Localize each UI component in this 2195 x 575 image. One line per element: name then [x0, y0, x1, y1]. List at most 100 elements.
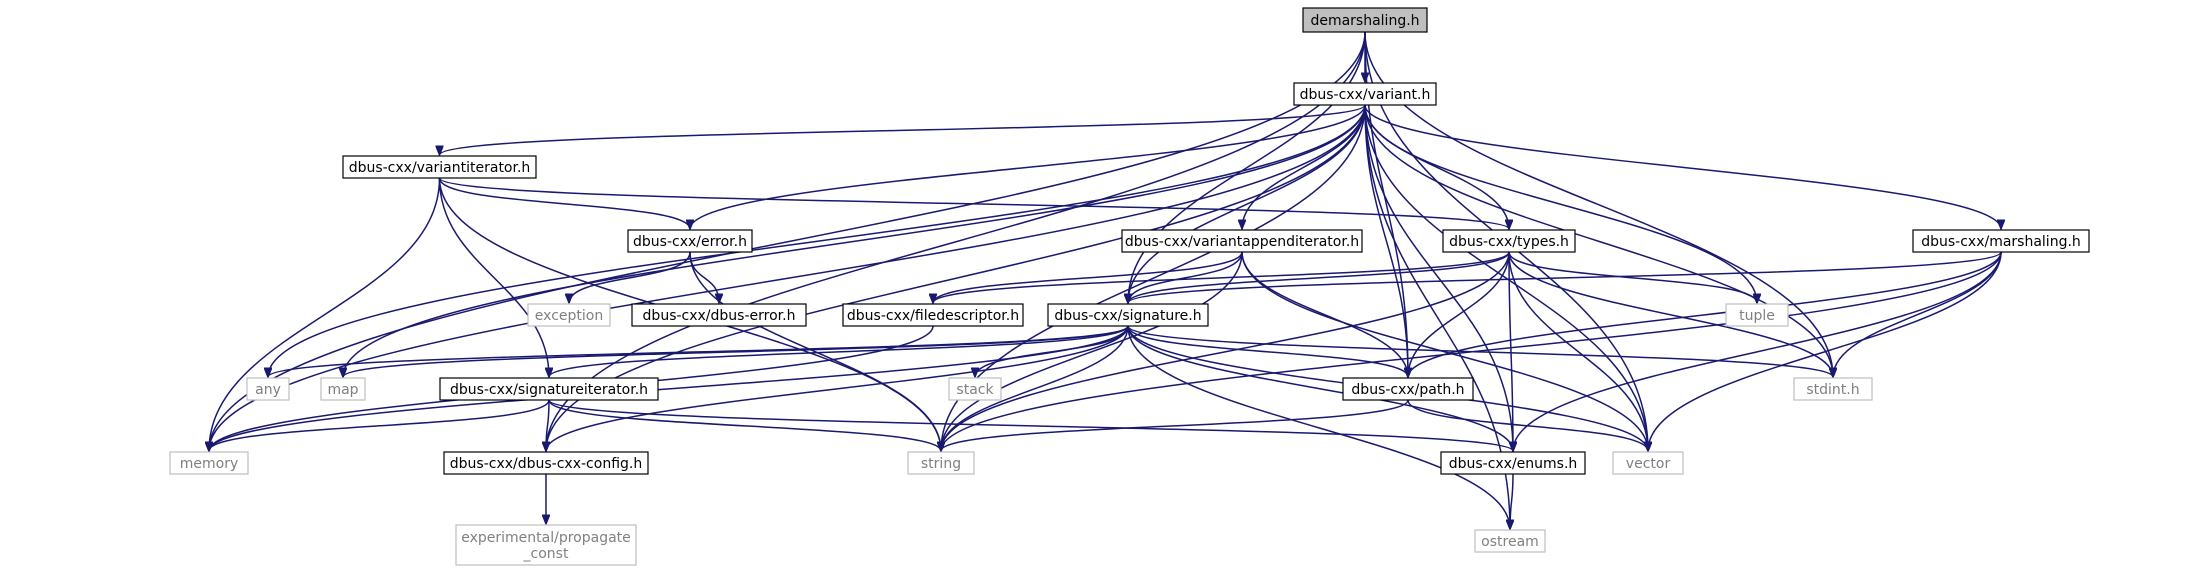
- edge-signature-to-memory: [209, 325, 1129, 451]
- node-box-enums: [1440, 451, 1586, 475]
- node-box-path: [1342, 377, 1474, 401]
- node-label-variant: dbus-cxx/variant.h: [1300, 87, 1431, 103]
- edge-error-to-dbuserror: [689, 251, 719, 303]
- node-label-stack: stack: [956, 382, 994, 398]
- node-label-any: any: [255, 382, 281, 398]
- edge-variant-to-enums: [1364, 104, 1513, 451]
- node-box-filedescriptor: [842, 303, 1024, 327]
- edge-demarshaling-to-memory: [209, 31, 1366, 451]
- edge-marshaling-to-enums: [1513, 251, 2002, 451]
- node-label-variantappenditerator: dbus-cxx/variantappenditerator.h: [1125, 234, 1359, 250]
- edge-types-to-vector: [1508, 251, 1648, 451]
- edge-signature-to-string: [941, 325, 1129, 451]
- edge-types-to-enums: [1508, 251, 1513, 451]
- node-label-demarshaling: demarshaling.h: [1310, 13, 1419, 29]
- node-filedescriptor[interactable]: dbus-cxx/filedescriptor.h: [842, 303, 1024, 327]
- node-error[interactable]: dbus-cxx/error.h: [627, 229, 753, 253]
- node-variant[interactable]: dbus-cxx/variant.h: [1293, 82, 1437, 106]
- edge-variant-to-tuple: [1364, 104, 1757, 303]
- node-label-filedescriptor: dbus-cxx/filedescriptor.h: [847, 308, 1019, 324]
- node-label-exception: exception: [535, 308, 603, 324]
- node-box-signature: [1047, 303, 1209, 327]
- node-marshaling[interactable]: dbus-cxx/marshaling.h: [1912, 229, 2090, 253]
- node-path[interactable]: dbus-cxx/path.h: [1342, 377, 1474, 401]
- node-box-config: [443, 451, 649, 475]
- node-box-vector: [1612, 451, 1684, 475]
- node-box-ostream: [1474, 529, 1546, 553]
- edge-variant-to-error: [690, 104, 1366, 229]
- node-box-dbuserror: [631, 303, 807, 327]
- node-map: map: [320, 377, 366, 401]
- node-box-marshaling: [1912, 229, 2090, 253]
- edge-variantappenditerator-to-string: [941, 251, 1243, 451]
- edge-signature-to-config: [546, 325, 1129, 451]
- node-label-error: dbus-cxx/error.h: [633, 234, 747, 250]
- node-box-variantappenditerator: [1121, 229, 1363, 253]
- node-signature[interactable]: dbus-cxx/signature.h: [1047, 303, 1209, 327]
- node-label-types: dbus-cxx/types.h: [1449, 234, 1569, 250]
- node-label-memory: memory: [180, 456, 239, 472]
- node-box-memory: [169, 451, 249, 475]
- edge-demarshaling-to-signature: [1128, 31, 1366, 303]
- edge-types-to-signature: [1128, 251, 1510, 303]
- edge-variant-to-string: [941, 104, 1366, 451]
- node-types[interactable]: dbus-cxx/types.h: [1442, 229, 1576, 253]
- edge-types-to-filedescriptor: [933, 251, 1510, 304]
- node-label-dbuserror: dbus-cxx/dbus-error.h: [643, 308, 796, 324]
- edge-demarshaling-to-config: [546, 31, 1366, 451]
- node-label-string: string: [921, 456, 961, 472]
- node-box-types: [1442, 229, 1576, 253]
- node-label-path: dbus-cxx/path.h: [1351, 382, 1464, 398]
- edge-path-to-string: [941, 399, 1409, 451]
- node-variantappenditerator[interactable]: dbus-cxx/variantappenditerator.h: [1121, 229, 1363, 253]
- node-label-stdint: stdint.h: [1806, 382, 1859, 398]
- edge-signature-to-enums: [1127, 325, 1513, 451]
- node-memory: memory: [169, 451, 249, 475]
- node-dbuserror[interactable]: dbus-cxx/dbus-error.h: [631, 303, 807, 327]
- edge-signatureiterator-to-config: [546, 399, 549, 451]
- node-label-config: dbus-cxx/dbus-cxx-config.h: [450, 456, 642, 472]
- node-propagate: experimental/propagate_const: [455, 524, 637, 566]
- edge-signatureiterator-to-enums: [548, 399, 1513, 452]
- edge-variantiterator-to-memory: [209, 177, 441, 451]
- node-variantiterator[interactable]: dbus-cxx/variantiterator.h: [342, 155, 537, 179]
- edge-enums-to-ostream: [1510, 473, 1513, 529]
- edge-signature-to-stdint: [1127, 325, 1833, 378]
- node-vector: vector: [1612, 451, 1684, 475]
- edge-variant-to-vector: [1364, 104, 1648, 451]
- edge-marshaling-to-signature: [1128, 251, 2002, 304]
- node-label-propagate: experimental/propagate: [461, 530, 631, 546]
- node-box-error: [627, 229, 753, 253]
- node-box-any: [246, 377, 290, 401]
- node-box-stack: [948, 377, 1002, 401]
- edge-variantappenditerator-to-filedescriptor: [933, 251, 1243, 303]
- node-stack: stack: [948, 377, 1002, 401]
- edge-variant-to-variantiterator: [440, 104, 1366, 156]
- dependency-edges: [209, 31, 2002, 529]
- edge-path-to-vector: [1407, 399, 1648, 451]
- node-box-stdint: [1793, 377, 1873, 401]
- edge-error-to-exception: [569, 251, 691, 303]
- node-box-variant: [1293, 82, 1437, 106]
- edge-types-to-tuple: [1508, 251, 1757, 303]
- node-box-map: [320, 377, 366, 401]
- edge-variant-to-any: [268, 104, 1366, 377]
- node-config[interactable]: dbus-cxx/dbus-cxx-config.h: [443, 451, 649, 475]
- node-demarshaling[interactable]: demarshaling.h: [1302, 7, 1428, 33]
- edge-variantiterator-to-error: [438, 177, 691, 229]
- edge-signature-to-map: [343, 325, 1129, 378]
- edge-variantappenditerator-to-vector: [1241, 251, 1648, 451]
- node-label-vector: vector: [1626, 456, 1671, 472]
- node-ostream: ostream: [1474, 529, 1546, 553]
- node-string: string: [907, 451, 975, 475]
- edge-error-to-string: [689, 251, 941, 451]
- node-box-string: [907, 451, 975, 475]
- edge-signatureiterator-to-memory: [209, 399, 550, 451]
- node-box-variantiterator: [342, 155, 537, 179]
- edge-signatureiterator-to-string: [548, 399, 941, 451]
- node-signatureiterator[interactable]: dbus-cxx/signatureiterator.h: [439, 377, 659, 401]
- edge-variant-to-types: [1364, 104, 1509, 229]
- node-enums[interactable]: dbus-cxx/enums.h: [1440, 451, 1586, 475]
- node-box-exception: [527, 303, 611, 327]
